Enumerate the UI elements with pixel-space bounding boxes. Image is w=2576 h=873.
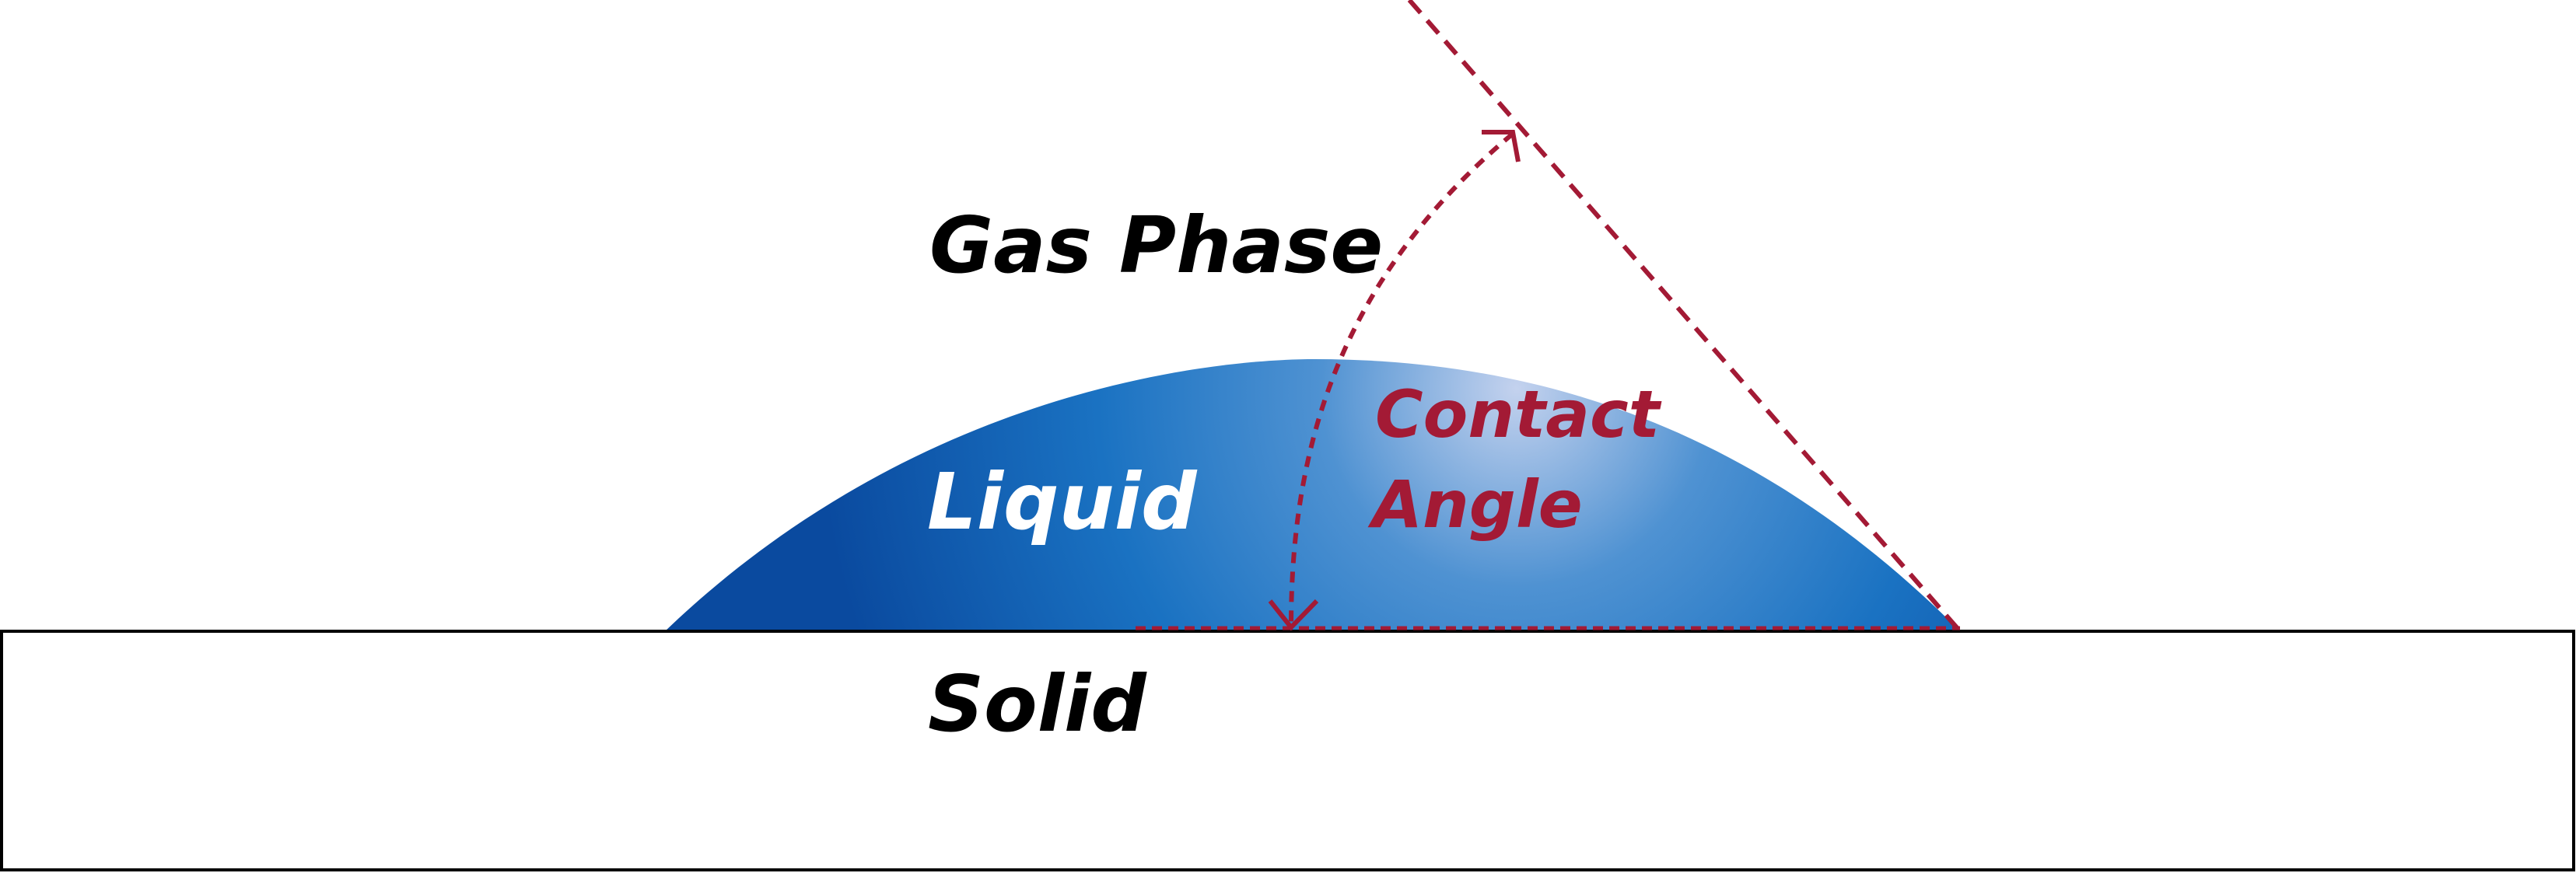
tangent-line: [1407, 0, 1962, 633]
gas-phase-label: Gas Phase: [929, 200, 1383, 291]
contact-angle-label-line1: Contact: [1375, 376, 1662, 452]
solid-label: Solid: [928, 658, 1147, 749]
contact-angle-label-line2: Angle: [1367, 466, 1583, 543]
contact-angle-arc: [1289, 131, 1514, 627]
liquid-label: Liquid: [927, 456, 1198, 547]
arc-arrowhead-bottom: [1268, 599, 1319, 631]
arc-arrowhead-top: [1482, 130, 1521, 162]
solid-substrate: [0, 630, 2575, 871]
liquid-droplet: [665, 359, 1960, 631]
